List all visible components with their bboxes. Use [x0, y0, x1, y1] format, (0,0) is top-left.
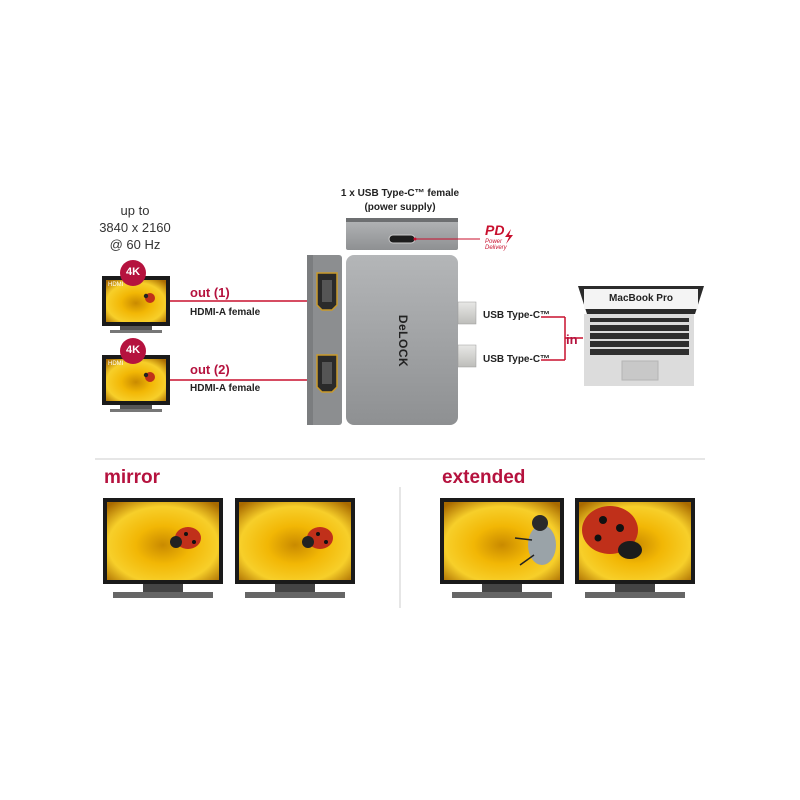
badge-4k-label-2: 4K	[125, 344, 141, 356]
laptop-title: MacBook Pro	[609, 293, 673, 304]
pd-subtitle-2: Delivery	[485, 245, 507, 251]
mode-extended-title: extended	[442, 467, 526, 488]
extended-monitor-1	[440, 498, 564, 598]
output-1-connector: HDMI-A female	[190, 307, 261, 318]
brand-logo: DeLOCK	[396, 314, 410, 368]
output-2-label: out (2)	[190, 362, 230, 377]
mirror-monitor-2	[235, 498, 355, 598]
output-1-label: out (1)	[190, 285, 230, 300]
resolution-line-2: 3840 x 2160	[99, 220, 171, 235]
hdmi-port-icon	[316, 272, 338, 311]
adapter-device	[307, 218, 477, 425]
resolution-line-3: @ 60 Hz	[109, 237, 161, 252]
badge-4k-1	[120, 260, 146, 286]
laptop-macbook	[578, 286, 704, 386]
power-supply-line-2: (power supply)	[364, 202, 436, 213]
usb-c-port-icon	[388, 234, 416, 244]
power-supply-line-1: 1 x USB Type-C™ female	[340, 188, 460, 199]
badge-4k-2	[120, 338, 146, 364]
extended-monitor-2	[575, 498, 695, 598]
mode-mirror-title: mirror	[104, 467, 160, 488]
input-port-1: USB Type-C™	[483, 310, 551, 321]
output-2-connector: HDMI-A female	[190, 383, 261, 394]
monitor-hdmi-label-1: HDMI	[108, 282, 124, 288]
resolution-line-1: up to	[120, 203, 150, 218]
input-port-2: USB Type-C™	[483, 354, 551, 365]
pd-subtitle-1: Power	[485, 239, 503, 245]
badge-4k-label-1: 4K	[125, 266, 141, 278]
mirror-monitor-1	[103, 498, 223, 598]
monitor-hdmi-label-2: HDMI	[108, 361, 124, 367]
input-label: in	[566, 332, 578, 347]
pd-logo: PD	[485, 222, 505, 238]
hdmi-port-icon	[316, 354, 338, 393]
